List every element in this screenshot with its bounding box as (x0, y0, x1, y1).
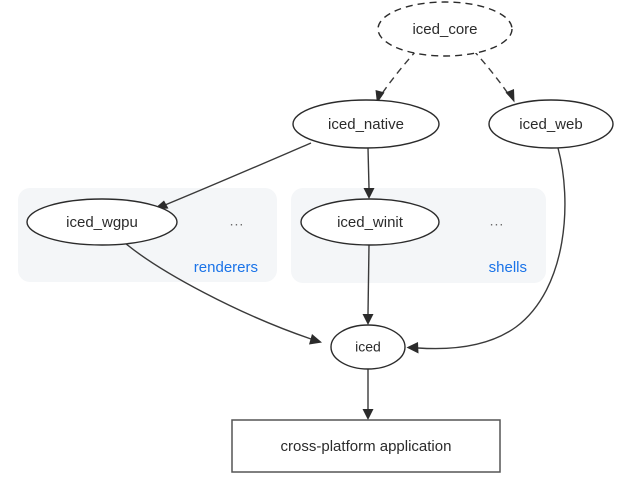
node-iced-winit-shape[interactable] (300, 198, 440, 246)
edge-iced-native-to-iced-winit (363, 147, 375, 199)
edge-iced-winit-to-iced-arrowhead (362, 314, 374, 325)
node-iced-shape[interactable] (330, 324, 406, 370)
edge-iced-core-to-iced-native (375, 49, 418, 104)
node-iced-core-shape[interactable] (377, 1, 513, 57)
node-iced-native[interactable]: iced_native (292, 99, 440, 149)
edge-iced-core-to-iced-native-line (380, 49, 418, 96)
edge-iced-native-to-iced-winit-line (367, 147, 370, 189)
node-iced-native-shape[interactable] (292, 99, 440, 149)
node-iced-core-label: iced_core (412, 21, 477, 38)
edge-iced-web-to-iced (406, 147, 566, 354)
node-iced-wgpu-label: iced_wgpu (66, 214, 138, 231)
node-iced-winit[interactable]: iced_winit (300, 198, 440, 246)
edge-iced-core-to-iced-web-line (472, 49, 510, 96)
node-iced-web-shape[interactable] (488, 99, 614, 149)
edge-iced-core-to-iced-web (472, 49, 515, 103)
cluster-renderers-ellipsis: ... (230, 213, 245, 229)
cluster-shells-ellipsis: ... (490, 213, 505, 229)
edge-iced-wgpu-to-iced-arrowhead (309, 334, 322, 345)
edge-iced-core-to-iced-web-arrowhead (505, 89, 515, 103)
edge-iced-native-to-iced-winit-arrowhead (363, 188, 375, 199)
node-iced-core[interactable]: iced_core (377, 1, 513, 57)
edge-iced-to-application-arrowhead (362, 409, 374, 420)
edge-iced-to-application (362, 369, 374, 420)
edge-iced-web-to-iced-line (417, 147, 566, 350)
node-iced-web-label: iced_web (519, 116, 582, 133)
node-iced-winit-label: iced_winit (337, 214, 404, 231)
node-iced-wgpu-shape[interactable] (26, 198, 178, 246)
node-iced-wgpu[interactable]: iced_wgpu (26, 198, 178, 246)
edge-iced-wgpu-to-iced (124, 242, 322, 345)
node-iced[interactable]: iced (330, 324, 406, 370)
node-application[interactable]: cross-platform application (231, 419, 501, 473)
node-iced-label: iced (355, 339, 381, 355)
cluster-shells-label: shells (489, 259, 527, 276)
edge-iced-winit-to-iced-line (367, 244, 370, 315)
edge-iced-winit-to-iced (362, 244, 374, 325)
node-iced-web[interactable]: iced_web (488, 99, 614, 149)
node-iced-native-label: iced_native (328, 116, 404, 133)
cluster-renderers-label: renderers (194, 259, 258, 276)
edge-iced-wgpu-to-iced-line (124, 242, 312, 340)
edge-iced-native-to-iced-wgpu-line (164, 142, 312, 206)
node-application-label: cross-platform application (281, 438, 452, 455)
edge-iced-web-to-iced-arrowhead (406, 342, 419, 354)
node-application-shape[interactable] (231, 419, 501, 473)
